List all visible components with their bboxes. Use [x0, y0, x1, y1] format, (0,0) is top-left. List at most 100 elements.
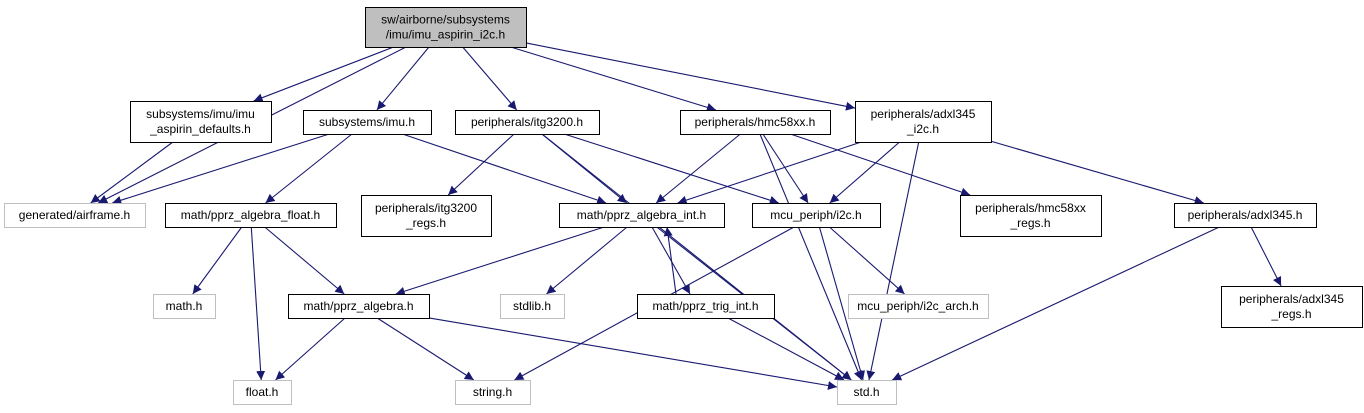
- node-label-aspirin_defaults-line-0: subsystems/imu/imu: [146, 107, 255, 121]
- node-adxl_regs[interactable]: peripherals/adxl345_regs.h: [1221, 286, 1363, 328]
- edge-hmc58xx-to-std_h: [759, 133, 863, 381]
- node-itg3200_regs[interactable]: peripherals/itg3200_regs.h: [361, 195, 492, 237]
- node-float_h[interactable]: float.h: [233, 380, 292, 405]
- node-box-pprz_float: [165, 203, 337, 228]
- node-box-pprz_int: [559, 203, 725, 228]
- node-root[interactable]: sw/airborne/subsystems/imu/imu_aspirin_i…: [365, 7, 527, 48]
- node-label-std_h-line-0: std.h: [853, 385, 879, 399]
- edge-pprz_float-to-math_h: [192, 226, 243, 295]
- edge-root-to-itg3200: [462, 46, 518, 111]
- node-label-pprz_float-line-0: math/pprz_algebra_float.h: [181, 208, 320, 222]
- node-label-stdlib-line-0: stdlib.h: [513, 299, 551, 313]
- node-box-std_h: [837, 380, 897, 405]
- node-imu_h[interactable]: subsystems/imu.h: [303, 110, 432, 135]
- edge-pprz_float-to-pprz_algebra: [264, 226, 345, 295]
- edge-adxl345_i2c-to-std_h: [866, 141, 920, 381]
- edge-pprz_float-to-float_h: [250, 226, 266, 381]
- node-box-adxl_regs: [1221, 286, 1363, 328]
- node-label-adxl_regs-line-1: _regs.h: [1270, 307, 1311, 321]
- node-label-root-line-1: /imu/imu_aspirin_i2c.h: [386, 28, 505, 42]
- edge-i2c-to-i2c_arch: [829, 226, 905, 295]
- node-label-root-line-0: sw/airborne/subsystems: [381, 13, 510, 27]
- node-label-adxl345-line-0: peripherals/adxl345.h: [1188, 208, 1303, 222]
- node-label-math_h-line-0: math.h: [166, 299, 203, 313]
- node-label-adxl345_i2c-line-1: _i2c.h: [906, 122, 939, 136]
- node-box-stdlib: [500, 294, 565, 319]
- node-box-string_h: [455, 380, 531, 405]
- edge-itg3200-to-i2c: [564, 133, 779, 205]
- edge-adxl345-to-adxl_regs: [1250, 226, 1282, 287]
- node-label-hmc_regs-line-1: _regs.h: [1009, 216, 1050, 230]
- edge-pprz_algebra-to-std_h: [428, 317, 838, 390]
- node-box-adxl345: [1174, 203, 1317, 228]
- node-label-itg3200-line-0: peripherals/itg3200.h: [471, 115, 583, 129]
- node-label-aspirin_defaults-line-1: _aspirin_defaults.h: [149, 122, 251, 136]
- node-label-pprz_algebra-line-0: math/pprz_algebra.h: [303, 299, 413, 313]
- node-box-i2c_arch: [848, 294, 989, 319]
- node-label-i2c-line-0: mcu_periph/i2c.h: [770, 208, 861, 222]
- node-hmc_regs[interactable]: peripherals/hmc58xx_regs.h: [960, 195, 1102, 237]
- edge-pprz_algebra-to-string_h: [376, 317, 475, 381]
- node-box-float_h: [233, 380, 292, 405]
- node-label-hmc_regs-line-0: peripherals/hmc58xx: [975, 201, 1086, 215]
- node-i2c_arch[interactable]: mcu_periph/i2c_arch.h: [848, 294, 989, 319]
- edge-root-to-imu_h: [376, 46, 430, 111]
- node-pprz_int[interactable]: math/pprz_algebra_int.h: [559, 203, 725, 228]
- node-trig[interactable]: math/pprz_trig_int.h: [637, 294, 775, 319]
- node-adxl345[interactable]: peripherals/adxl345.h: [1174, 203, 1317, 228]
- node-box-i2c: [752, 203, 881, 228]
- node-label-float_h-line-0: float.h: [246, 385, 279, 399]
- edge-hmc58xx-to-pprz_int: [655, 133, 741, 204]
- node-label-trig-line-0: math/pprz_trig_int.h: [652, 299, 758, 313]
- node-aspirin_defaults[interactable]: subsystems/imu/imu_aspirin_defaults.h: [130, 101, 272, 143]
- edge-adxl345_i2c-to-adxl345: [990, 140, 1204, 205]
- node-label-itg3200_regs-line-1: _regs.h: [405, 216, 446, 230]
- node-label-adxl345_i2c-line-0: peripherals/adxl345: [871, 107, 976, 121]
- edge-root-to-adxl345_i2c: [525, 42, 856, 111]
- node-std_h[interactable]: std.h: [837, 380, 897, 405]
- edge-hmc58xx-to-hmc_regs: [790, 133, 971, 197]
- node-itg3200[interactable]: peripherals/itg3200.h: [455, 110, 600, 135]
- node-box-pprz_algebra: [288, 294, 430, 319]
- edge-imu_h-to-pprz_float: [265, 133, 353, 204]
- edge-root-to-hmc58xx: [510, 46, 717, 112]
- edge-trig-to-std_h: [727, 317, 845, 381]
- edge-adxl345_i2c-to-pprz_int: [677, 141, 862, 205]
- edges-layer: [90, 42, 1282, 390]
- node-label-i2c_arch-line-0: mcu_periph/i2c_arch.h: [857, 299, 978, 313]
- node-stdlib[interactable]: stdlib.h: [500, 294, 565, 319]
- node-hmc58xx[interactable]: peripherals/hmc58xx.h: [680, 110, 831, 135]
- edge-aspirin_defaults-to-airframe: [90, 141, 174, 204]
- node-pprz_float[interactable]: math/pprz_algebra_float.h: [165, 203, 337, 228]
- node-box-itg3200_regs: [361, 195, 492, 237]
- node-box-adxl345_i2c: [855, 101, 992, 143]
- edge-itg3200-to-itg3200_regs: [447, 133, 515, 196]
- node-label-hmc58xx-line-0: peripherals/hmc58xx.h: [695, 115, 816, 129]
- node-box-root: [365, 7, 527, 48]
- edge-pprz_int-to-pprz_algebra: [395, 226, 605, 296]
- edge-imu_h-to-pprz_int: [402, 133, 607, 205]
- node-pprz_algebra[interactable]: math/pprz_algebra.h: [288, 294, 430, 319]
- node-airframe[interactable]: generated/airframe.h: [4, 203, 146, 228]
- nodes-layer: sw/airborne/subsystems/imu/imu_aspirin_i…: [4, 7, 1363, 405]
- node-label-adxl_regs-line-0: peripherals/adxl345: [1239, 292, 1344, 306]
- node-label-pprz_int-line-0: math/pprz_algebra_int.h: [577, 208, 706, 222]
- node-math_h[interactable]: math.h: [153, 294, 216, 319]
- node-label-string_h-line-0: string.h: [473, 385, 512, 399]
- node-box-imu_h: [303, 110, 432, 135]
- node-i2c[interactable]: mcu_periph/i2c.h: [752, 203, 881, 228]
- node-adxl345_i2c[interactable]: peripherals/adxl345_i2c.h: [855, 101, 992, 143]
- node-box-math_h: [153, 294, 216, 319]
- node-box-trig: [637, 294, 775, 319]
- edge-trig-to-pprz_int: [663, 226, 677, 295]
- edge-adxl345_i2c-to-i2c: [829, 141, 900, 204]
- edge-pprz_algebra-to-float_h: [275, 317, 346, 381]
- edge-hmc58xx-to-i2c: [762, 133, 809, 204]
- edge-root-to-aspirin_defaults: [253, 46, 394, 102]
- node-label-airframe-line-0: generated/airframe.h: [19, 208, 130, 222]
- node-label-imu_h-line-0: subsystems/imu.h: [319, 115, 415, 129]
- edge-imu_h-to-airframe: [112, 133, 330, 205]
- edge-adxl345-to-std_h: [891, 226, 1220, 381]
- edge-i2c-to-std_h: [818, 226, 865, 381]
- node-string_h[interactable]: string.h: [455, 380, 531, 405]
